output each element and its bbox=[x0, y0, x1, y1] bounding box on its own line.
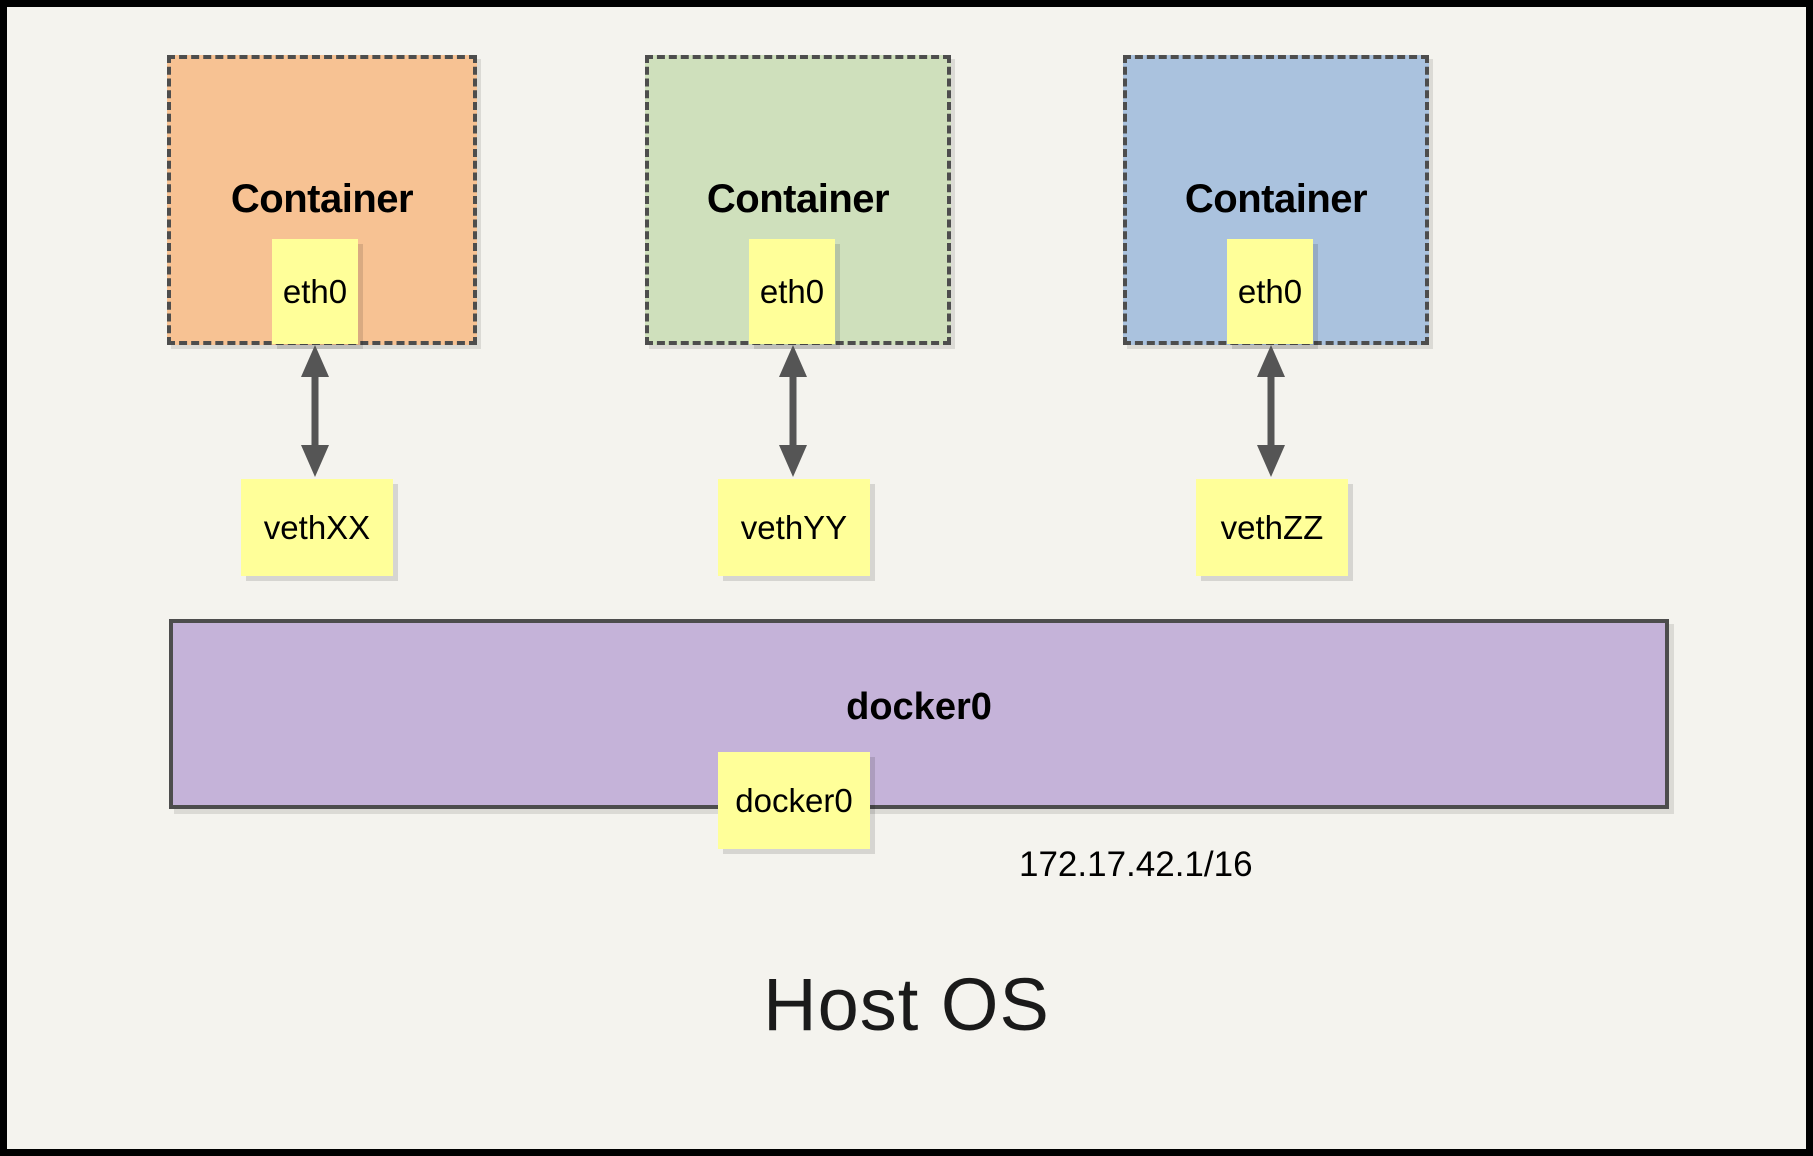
eth0-box-1: eth0 bbox=[272, 239, 358, 344]
eth0-box-3: eth0 bbox=[1227, 239, 1313, 344]
host-os-label: Host OS bbox=[763, 963, 1050, 1046]
container-title-2: Container bbox=[706, 177, 890, 221]
link-arrow-1 bbox=[297, 343, 333, 479]
eth0-box-2: eth0 bbox=[749, 239, 835, 344]
container-title-1: Container bbox=[230, 177, 414, 221]
docker0-bar-label: docker0 bbox=[846, 686, 992, 728]
link-arrow-2 bbox=[775, 343, 811, 479]
docker0-ip-label: 172.17.42.1/16 bbox=[1019, 845, 1253, 884]
docker0-port-box: docker0 bbox=[718, 752, 870, 849]
docker0-bridge-bar: docker0 bbox=[169, 619, 1669, 809]
veth-box-3: vethZZ bbox=[1196, 479, 1348, 576]
link-arrow-3 bbox=[1253, 343, 1289, 479]
veth-box-2: vethYY bbox=[718, 479, 870, 576]
container-title-3: Container bbox=[1184, 177, 1368, 221]
veth-box-1: vethXX bbox=[241, 479, 393, 576]
container-box-3: Container bbox=[1123, 55, 1429, 345]
